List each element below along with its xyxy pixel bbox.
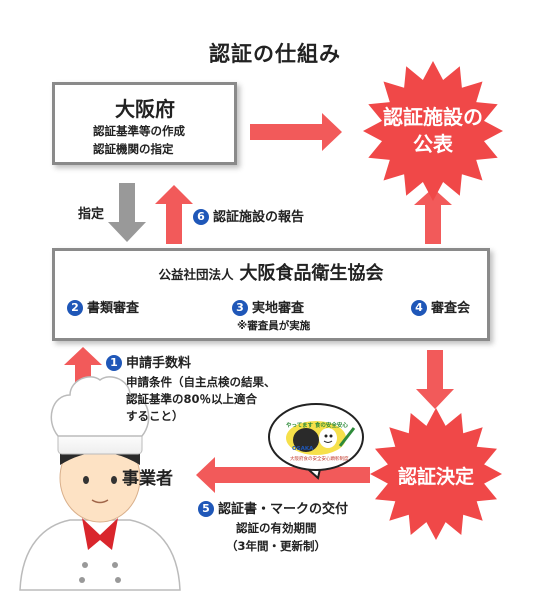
arrow-report xyxy=(155,185,193,244)
arrow-designation xyxy=(108,183,146,242)
arrow-issuance xyxy=(196,457,370,493)
report-text: 認証施設の報告 xyxy=(213,210,305,225)
association-prefix: 公益社団法人 xyxy=(158,267,234,282)
certification-mark xyxy=(268,403,364,480)
prefecture-task: 認証基準等の作成 xyxy=(93,124,185,138)
publication-label: 認証施設の 公表 xyxy=(363,104,503,158)
report-label: 6 認証施設の報告 xyxy=(193,206,304,225)
prefecture-box: 大阪府 認証基準等の作成 認証機関の指定 xyxy=(52,82,237,165)
arrow-to-decision xyxy=(416,350,454,409)
step-document-review: 2 書類審査 xyxy=(67,297,139,316)
publication-label-line: 認証施設の xyxy=(383,105,483,129)
decision-starburst xyxy=(370,408,502,540)
step-number-badge: 2 xyxy=(67,300,83,316)
step-number-badge: 4 xyxy=(411,300,427,316)
designation-label: 指定 xyxy=(78,207,105,222)
decision-label: 認証決定 xyxy=(397,466,474,488)
starburst-shape xyxy=(363,61,503,201)
step-committee: 4 審査会 xyxy=(411,297,470,316)
issuance-label: 5 認証書・マークの交付 xyxy=(198,498,348,517)
mark-bottom-text: 大阪府食の安全安心顕彰制度 xyxy=(290,457,349,462)
application-fee: 1 申請手数料 xyxy=(106,352,191,371)
publication-starburst xyxy=(363,61,503,201)
arrow-application xyxy=(64,347,102,398)
application-conditions: 申請条件（自主点検の結果、 認証基準の80％以上適合 すること） xyxy=(126,374,276,425)
step-number-badge: 3 xyxy=(232,300,248,316)
issuance-text: 認証書・マークの交付 xyxy=(218,502,349,517)
step-label: 審査会 xyxy=(431,301,471,316)
association-title: 公益社団法人大阪食品衛生協会 xyxy=(55,259,487,285)
step-number-badge: 1 xyxy=(106,355,122,371)
arrow-to-publication xyxy=(250,113,342,151)
step-onsite-review: 3 実地審査 xyxy=(232,297,304,316)
step-number-badge: 6 xyxy=(193,209,209,225)
operator-label: 事業者 xyxy=(122,469,173,489)
page-title: 認証の仕組み xyxy=(209,42,341,66)
association-name: 大阪食品衛生協会 xyxy=(239,263,384,284)
application-label: 申請手数料 xyxy=(126,356,192,371)
mark-top-text: やってます 食の安全安心 xyxy=(286,423,348,429)
validity-detail: （3年間・更新制） xyxy=(226,539,327,553)
association-box: 公益社団法人大阪食品衛生協会 2 書類審査 3 実地審査 ※審査員が実施 4 審査会 xyxy=(52,248,490,341)
arrow-up-to-publication xyxy=(414,188,452,244)
validity-label: 認証の有効期間 xyxy=(236,521,317,535)
step-number-badge: 5 xyxy=(198,501,214,517)
mark-center-text: OSAKA xyxy=(292,446,314,452)
prefecture-task: 認証機関の指定 xyxy=(93,142,174,156)
step-label: 実地審査 xyxy=(252,301,305,316)
step-onsite-note: ※審査員が実施 xyxy=(237,320,311,332)
step-label: 書類審査 xyxy=(87,301,140,316)
starburst-shape xyxy=(370,408,502,540)
condition-line: 認証基準の80％以上適合 xyxy=(126,392,258,406)
condition-line: 申請条件（自主点検の結果、 xyxy=(126,375,276,389)
chef-icon xyxy=(19,376,181,591)
publication-label-line: 公表 xyxy=(413,132,453,156)
condition-line: すること） xyxy=(126,409,184,423)
prefecture-name: 大阪府 xyxy=(115,97,175,121)
